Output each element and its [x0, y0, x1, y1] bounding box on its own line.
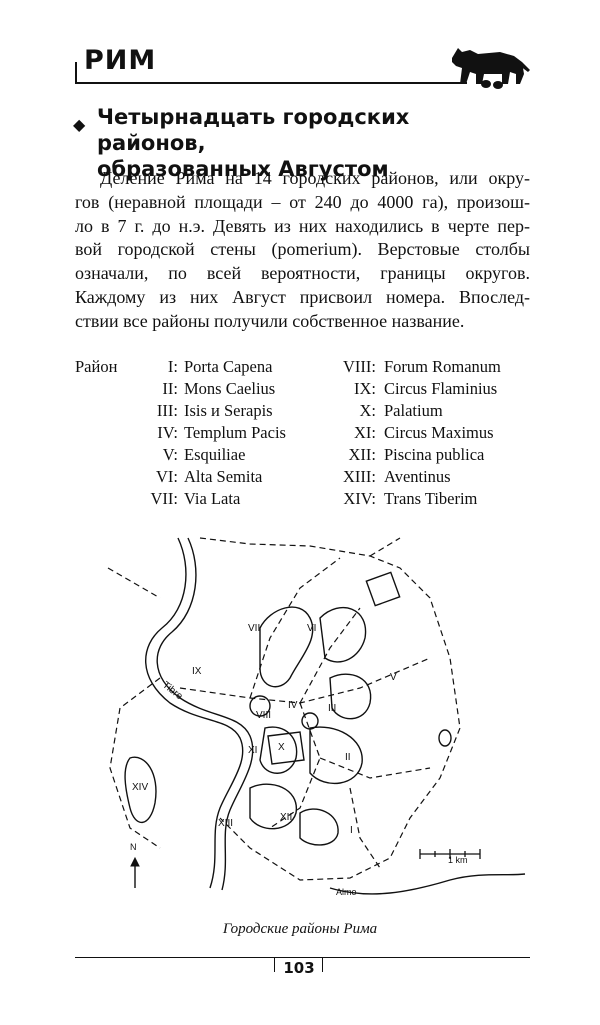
district-number: XI:	[354, 423, 376, 442]
tiber-river-bank	[156, 537, 254, 891]
districts-right-numbers: VIII: IX: X: XI: XII: XIII: XIV:	[320, 356, 376, 510]
hill-contour	[249, 783, 297, 830]
tiber-river	[145, 537, 244, 889]
map-label-xii: XII	[280, 812, 292, 823]
district-boundary	[107, 567, 161, 599]
figure-caption: Городские районы Рима	[222, 921, 378, 937]
map-label-iii: III	[328, 703, 336, 714]
landmark-ellipse	[438, 729, 452, 747]
header-rule	[75, 82, 467, 84]
district-name: Circus Flaminius	[384, 379, 498, 398]
district-boundary	[319, 757, 431, 779]
district-name: Alta Semita	[184, 467, 263, 486]
district-number: VIII:	[343, 357, 376, 376]
district-number: IV:	[157, 423, 178, 442]
footer-rule	[75, 957, 530, 958]
map-label-iv: IV	[288, 700, 298, 711]
footer-tick	[322, 958, 323, 972]
north-arrowhead-icon	[130, 856, 140, 867]
rome-districts-map: I II III IV V VI VII VIII IX X XI XII XI…	[107, 537, 526, 897]
almo-stream	[329, 873, 526, 895]
section-heading: Четырнадцать городских районов, образова…	[97, 104, 517, 182]
district-number: II:	[162, 379, 178, 398]
district-boundary	[299, 607, 361, 704]
district-name: Circus Maximus	[384, 423, 494, 442]
landmark-circle	[249, 695, 271, 717]
districts-label: Район	[75, 357, 118, 376]
district-boundary	[349, 787, 381, 869]
hill-contour	[259, 726, 298, 774]
map-label-xi: XI	[248, 745, 257, 756]
district-boundary	[109, 677, 161, 849]
district-number: I:	[167, 357, 178, 376]
map-label-vi: VI	[307, 623, 316, 634]
map-label-ix: IX	[192, 666, 202, 677]
hill-contour	[309, 726, 363, 785]
running-header-title: РИМ	[84, 45, 157, 76]
district-name: Isis и Serapis	[184, 401, 273, 420]
district-number: XIV:	[343, 489, 376, 508]
district-number: III:	[156, 401, 178, 420]
district-number: IX:	[354, 379, 376, 398]
paragraph-line: Каждому из них Август присвоил номера. В…	[75, 286, 530, 307]
hill-contour	[259, 606, 314, 688]
city-boundary	[199, 537, 461, 881]
section-heading-line: Четырнадцать городских районов,	[97, 105, 410, 155]
district-name: Porta Capena	[184, 357, 273, 376]
map-label-i: I	[350, 825, 353, 836]
map-label-xiv: XIV	[132, 782, 148, 793]
district-number: XIII:	[343, 467, 376, 486]
district-name: Forum Romanum	[384, 357, 501, 376]
district-name: Via Lata	[184, 489, 241, 508]
paragraph-line: означали, по всей вероятности, границы о…	[75, 263, 530, 284]
district-boundary	[269, 702, 321, 829]
footer-tick	[274, 958, 275, 972]
district-boundary	[369, 537, 401, 557]
paragraph-line: вой городской стены (pomerium). Верстовы…	[75, 239, 530, 260]
paragraph-line: гов (неравной площади – от 240 до 4000 г…	[75, 191, 530, 212]
map-label-viii: VIII	[256, 710, 271, 721]
almo-label: Almo	[336, 887, 357, 897]
paragraph-line: ло в 7 г. до н.э. Девять из них находили…	[75, 215, 530, 236]
district-number: V:	[162, 445, 178, 464]
hill-contour	[329, 673, 372, 720]
section-bullet-icon: ◆	[73, 115, 86, 134]
map-label-x: X	[278, 742, 285, 753]
island-xiv	[124, 756, 157, 824]
districts-left-names: Porta Capena Mons Caelius Isis и Serapis…	[184, 356, 286, 510]
paragraph-line: Деление Рима на 14 городских районов, ил…	[100, 168, 530, 188]
hill-contour	[319, 607, 367, 663]
paragraph-line: ствии все районы получили собственное на…	[75, 310, 465, 331]
district-name: Templum Pacis	[184, 423, 286, 442]
district-name: Palatium	[384, 401, 443, 420]
page-number: 103	[283, 959, 315, 977]
district-number: XII:	[348, 445, 377, 464]
map-label-vii: VII	[248, 623, 260, 634]
section-heading-line: образованных Августом	[97, 157, 389, 181]
capitoline-wolf-icon	[452, 48, 530, 89]
district-name: Aventinus	[384, 467, 451, 486]
district-name: Piscina publica	[384, 445, 485, 464]
header-rule-tick	[75, 62, 77, 82]
map-label-v: V	[390, 672, 397, 683]
district-number: X:	[359, 401, 377, 420]
map-label-ii: II	[345, 752, 351, 763]
body-paragraph: Деление Рима на 14 городских районов, ил…	[75, 167, 530, 334]
landmark-circle	[301, 712, 319, 730]
district-name: Mons Caelius	[184, 379, 276, 398]
district-name: Esquiliae	[184, 445, 246, 464]
hill-contour	[299, 808, 339, 846]
district-number: VI:	[156, 467, 178, 486]
scale-label: 1 km	[448, 855, 468, 865]
north-label: N	[130, 842, 137, 852]
districts-right-names: Forum Romanum Circus Flaminius Palatium …	[384, 356, 501, 510]
fort-square	[365, 571, 401, 607]
districts-left-numbers: I: II: III: IV: V: VI: VII:	[140, 356, 179, 510]
district-boundary	[249, 557, 341, 699]
map-label-xiii: XIII	[218, 818, 233, 829]
district-name: Trans Tiberim	[384, 489, 478, 508]
palatium-block	[267, 731, 305, 765]
district-number: VII:	[150, 489, 179, 508]
